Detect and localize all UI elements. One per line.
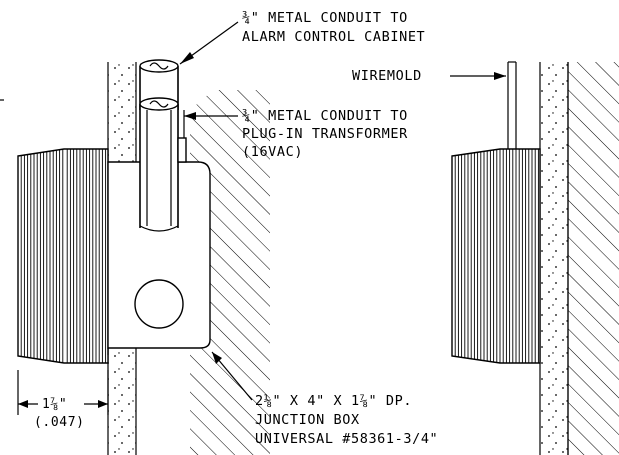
- label-junction-line2: JUNCTION BOX: [255, 412, 360, 428]
- leader-junction-box: [211, 351, 253, 401]
- label-wiremold: WIREMOLD: [352, 68, 422, 84]
- leader-conduit-1: [179, 21, 239, 65]
- dimension-1-7-8: [17, 370, 109, 415]
- dimension-value: 1⅞": [42, 397, 67, 412]
- leader-wiremold: [450, 72, 506, 80]
- label-conduit-2-line1: ¾" METAL CONDUIT TO: [242, 108, 408, 124]
- wiremold-channel: [507, 61, 517, 150]
- label-conduit-2-line2: PLUG-IN TRANSFORMER: [242, 126, 408, 142]
- left-cover-plate: [17, 148, 109, 364]
- label-conduit-1-line2: ALARM CONTROL CABINET: [242, 29, 425, 45]
- knockout-circle: [134, 279, 184, 329]
- right-wall: [539, 62, 619, 455]
- label-conduit-2-line3: (16VAC): [242, 144, 303, 160]
- leader-conduit-2: [184, 112, 238, 120]
- label-conduit-1-line1: ¾" METAL CONDUIT TO: [242, 10, 408, 26]
- label-junction-line1: 2⅛" X 4" X 1⅞" DP.: [255, 393, 412, 409]
- junction-box: [107, 161, 211, 355]
- label-junction-line3: UNIVERSAL #58361-3/4": [255, 431, 438, 447]
- dimension-alt-value: (.047): [34, 415, 85, 430]
- right-cover-plate: [451, 148, 541, 364]
- conduit-lower: [139, 97, 187, 232]
